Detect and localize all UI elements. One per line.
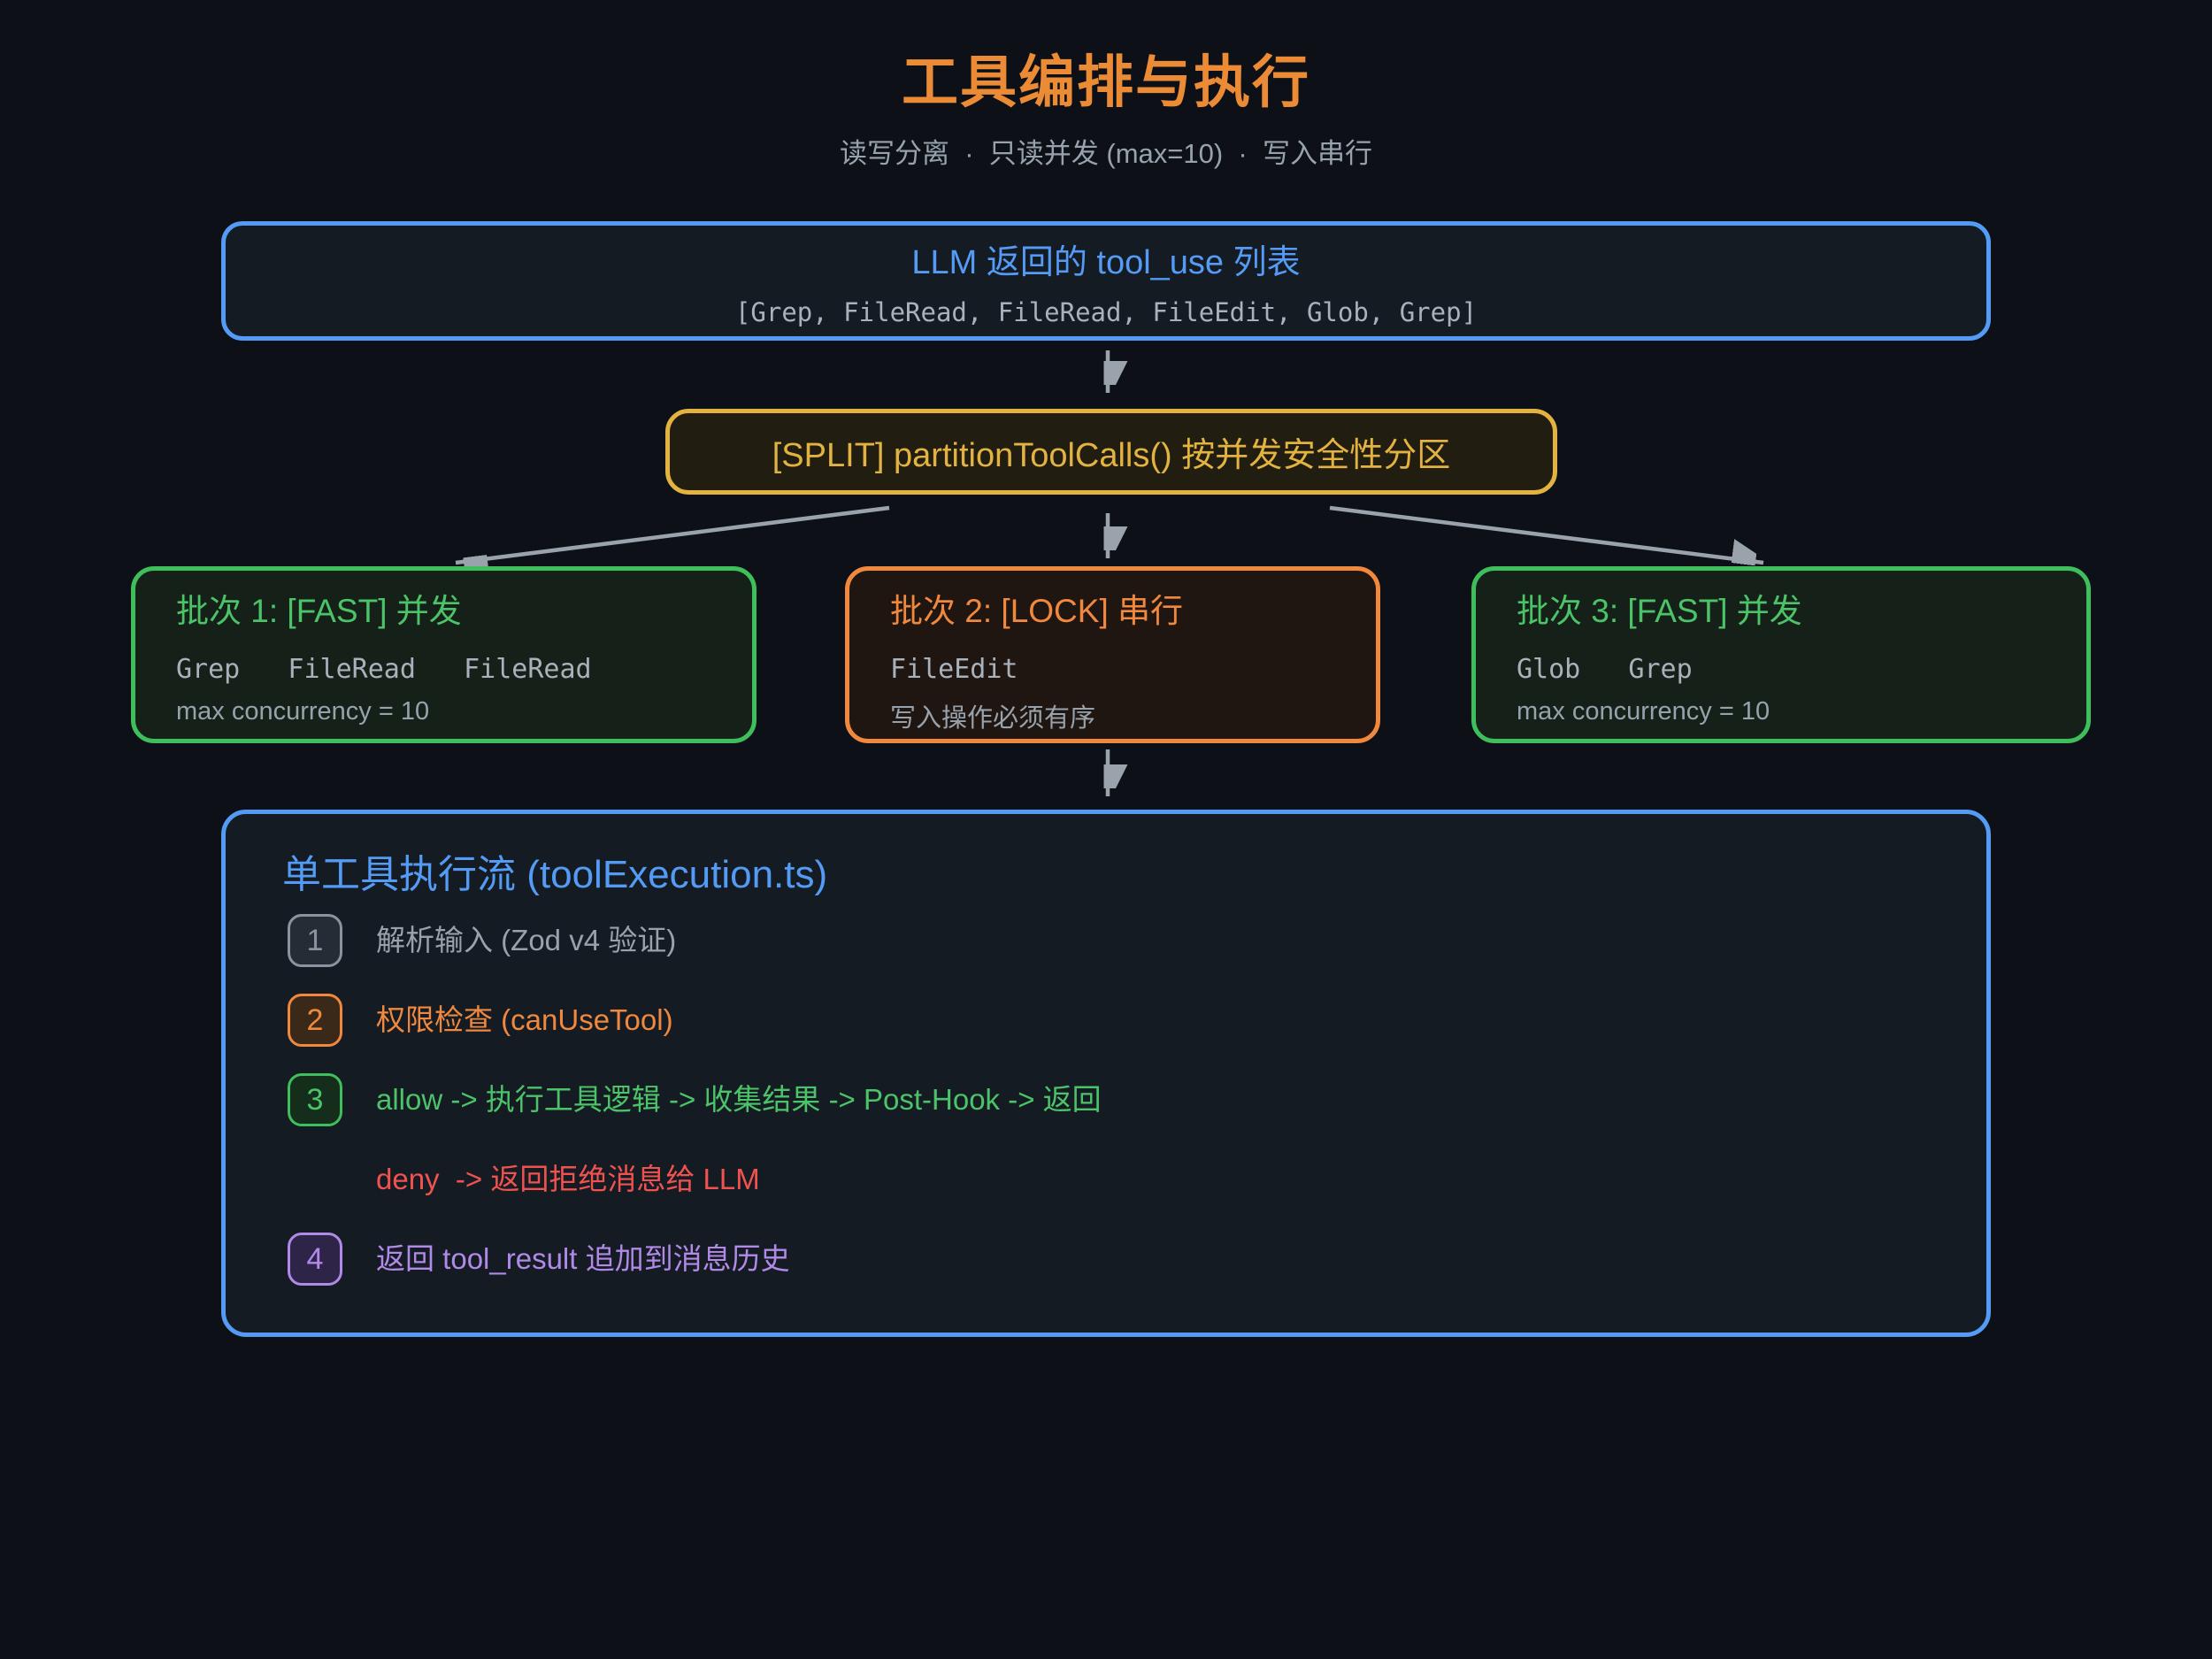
step-4-text: 返回 tool_result 追加到消息历史	[376, 1242, 790, 1275]
page-title: 工具编排与执行	[902, 50, 1310, 114]
step-4-number-chip: 4	[288, 1233, 342, 1286]
batch-3-note: max concurrency = 10	[1517, 697, 1770, 726]
batch-1-tools: Grep FileRead FileRead	[176, 654, 592, 685]
step-3-allow-text: allow -> 执行工具逻辑 -> 收集结果 -> Post-Hook -> …	[376, 1083, 1102, 1116]
page-subtitle: 读写分离 · 只读并发 (max=10) · 写入串行	[840, 138, 1372, 169]
batch-3-tools: Glob Grep	[1517, 654, 1693, 685]
batch-2-title: 批次 2: [LOCK] 串行	[890, 593, 1184, 629]
batch-2-lock-box: 批次 2: [LOCK] 串行 FileEdit 写入操作必须有序	[845, 566, 1380, 743]
llm-tool-use-box: LLM 返回的 tool_use 列表 [Grep, FileRead, Fil…	[221, 221, 1991, 341]
llm-box-code: [Grep, FileRead, FileRead, FileEdit, Glo…	[734, 297, 1478, 327]
step-3-number-chip: 3	[288, 1073, 342, 1126]
step-3-deny-text: deny -> 返回拒绝消息给 LLM	[376, 1163, 760, 1195]
batch-2-note: 写入操作必须有序	[890, 704, 1096, 733]
batch-1-note: max concurrency = 10	[176, 697, 430, 726]
split-partition-label: [SPLIT] partitionToolCalls() 按并发安全性分区	[772, 437, 1451, 474]
step-2-text: 权限检查 (canUseTool)	[376, 1003, 673, 1036]
step-2-number-chip: 2	[288, 994, 342, 1047]
arrow-split-to-batch1	[455, 505, 890, 563]
split-partition-box: [SPLIT] partitionToolCalls() 按并发安全性分区	[665, 409, 1557, 495]
llm-box-title: LLM 返回的 tool_use 列表	[911, 244, 1301, 281]
batch-2-tools: FileEdit	[890, 654, 1018, 685]
step-1-number-chip: 1	[288, 914, 342, 967]
batch-3-title: 批次 3: [FAST] 并发	[1517, 593, 1802, 629]
batch-1-fast-box: 批次 1: [FAST] 并发 Grep FileRead FileRead m…	[131, 566, 757, 743]
tool-execution-box: 单工具执行流 (toolExecution.ts) 1 解析输入 (Zod v4…	[221, 810, 1991, 1337]
tool-execution-title: 单工具执行流 (toolExecution.ts)	[282, 853, 828, 896]
step-1-text: 解析输入 (Zod v4 验证)	[376, 924, 677, 956]
arrow-split-to-batch3	[1329, 505, 1764, 563]
batch-1-title: 批次 1: [FAST] 并发	[176, 593, 462, 629]
batch-3-fast-box: 批次 3: [FAST] 并发 Glob Grep max concurrenc…	[1471, 566, 2091, 743]
